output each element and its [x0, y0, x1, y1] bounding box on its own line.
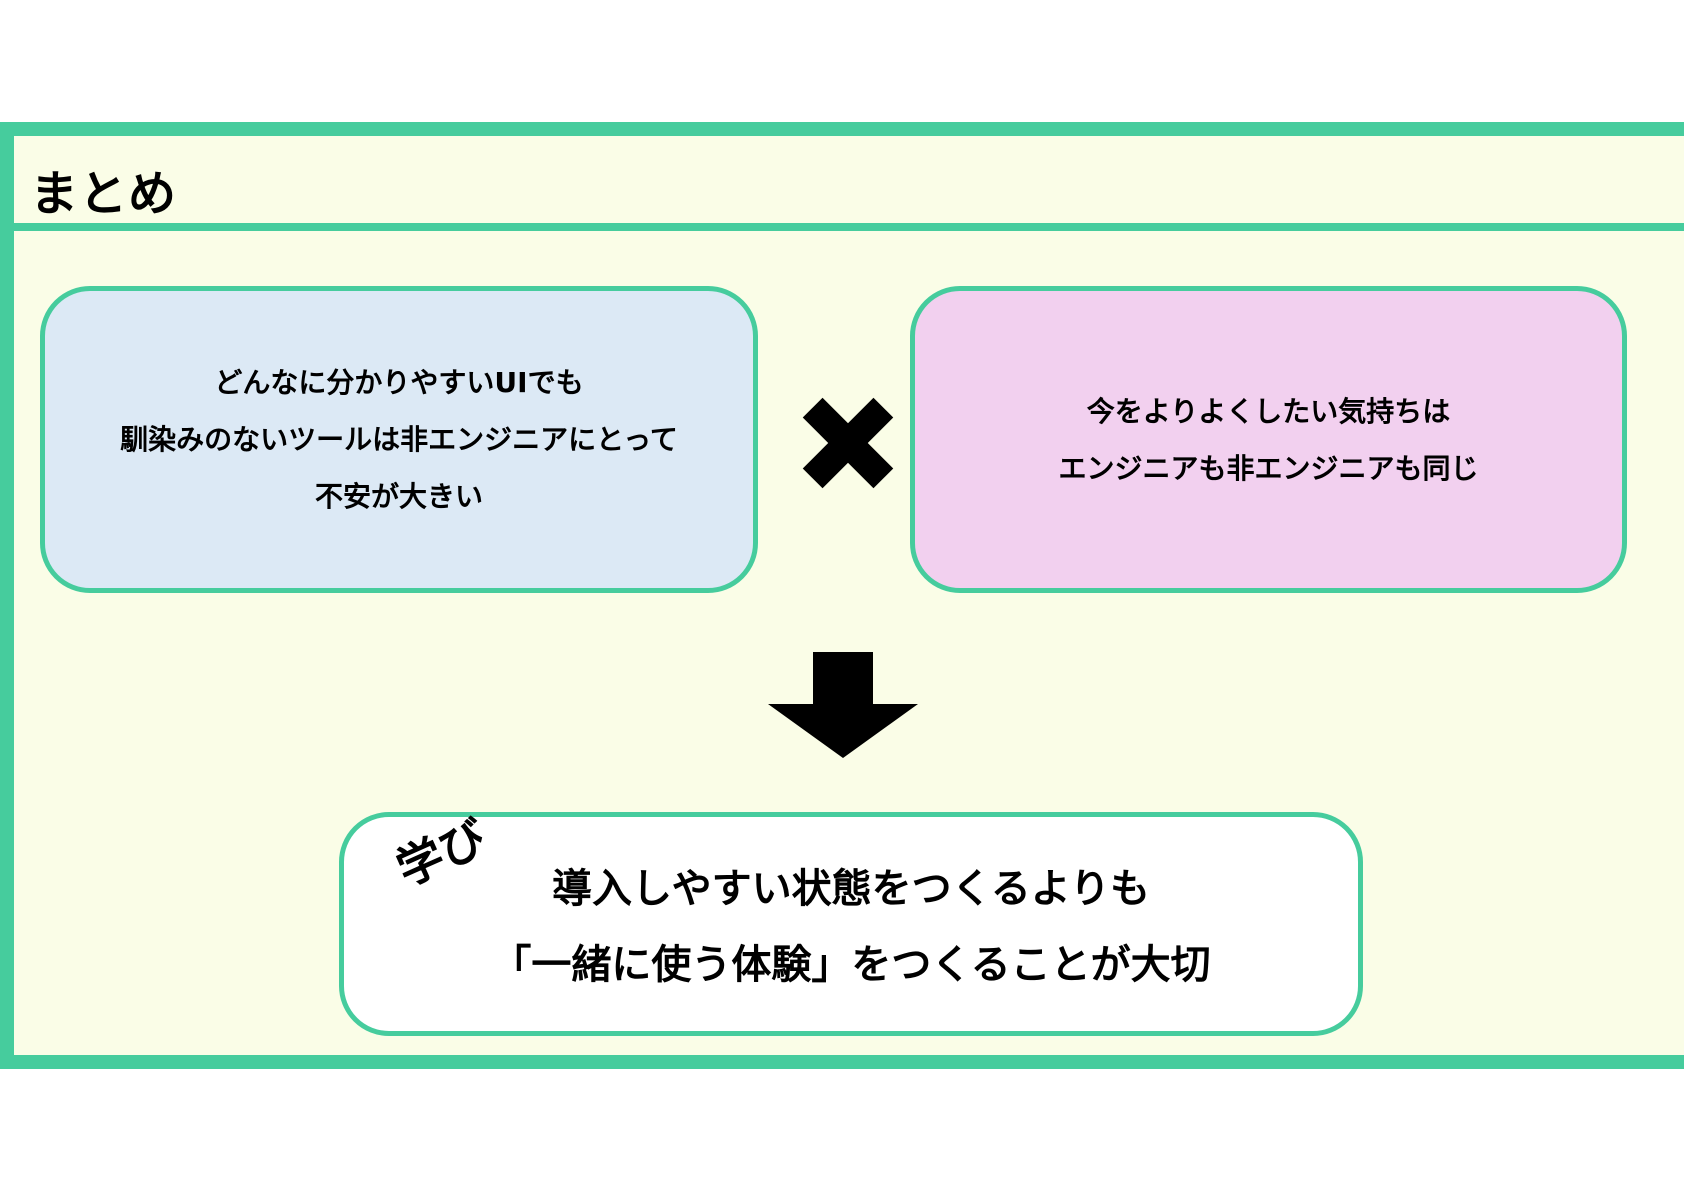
learning-label: 学び	[388, 809, 495, 897]
summary-frame: まとめ どんなに分かりやすいUIでも 馴染みのないツールは非エンジニアにとって …	[0, 122, 1684, 1069]
cross-icon	[802, 397, 894, 489]
learning-box: 学び 導入しやすい状態をつくるよりも 「一緒に使う体験」をつくることが大切	[339, 810, 1363, 1036]
learning-line-2: 「一緒に使う体験」をつくることが大切	[491, 942, 1211, 988]
down-arrow-icon	[768, 652, 918, 758]
right-statement-line-1: 今をよりよくしたい気持ちは	[1086, 394, 1451, 428]
header-bar: まとめ	[14, 136, 1684, 231]
right-statement-line-2: エンジニアも非エンジニアも同じ	[1058, 451, 1479, 485]
right-statement-box: 今をよりよくしたい気持ちは エンジニアも非エンジニアも同じ	[910, 286, 1627, 593]
left-statement-box: どんなに分かりやすいUIでも 馴染みのないツールは非エンジニアにとって 不安が大…	[40, 286, 758, 593]
left-statement-line-3: 不安が大きい	[314, 480, 483, 513]
left-statement-line-2: 馴染みのないツールは非エンジニアにとって	[120, 423, 678, 456]
left-statement-line-1: どんなに分かりやすいUIでも	[214, 366, 584, 399]
page-title: まとめ	[30, 166, 178, 222]
learning-line-1: 導入しやすい状態をつくるよりも	[552, 866, 1150, 912]
